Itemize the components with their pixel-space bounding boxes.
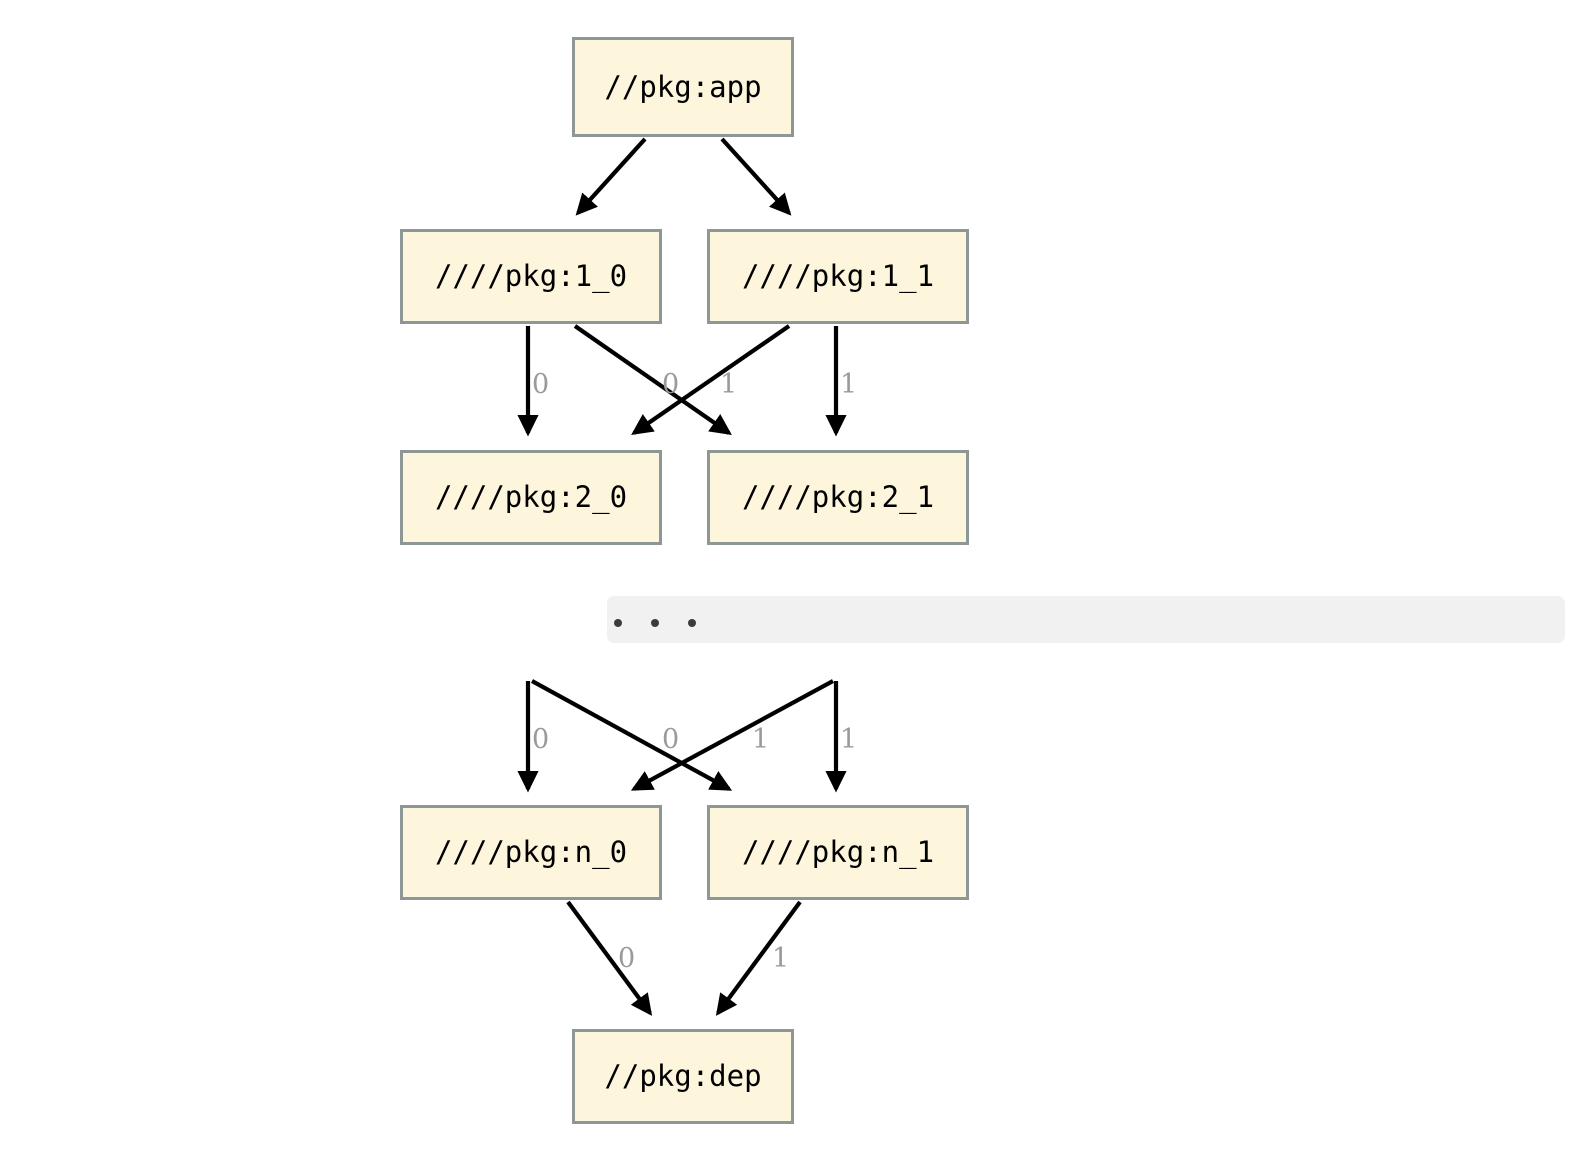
node-label: ////pkg:1_0 [434,259,628,293]
ellipsis-band [607,596,1565,643]
edge-app-to-1_0 [575,137,647,216]
node-pkg-n-0[interactable]: ////pkg:n_0 [400,805,662,900]
node-pkg-app[interactable]: //pkg:app [572,37,794,137]
node-label: ////pkg:n_1 [741,835,935,869]
edge-dangling-right-to-n_0 [630,679,835,791]
node-pkg-1-0[interactable]: ////pkg:1_0 [400,229,662,324]
edge-1_1-to-2_0 [631,324,791,436]
node-label: ////pkg:1_1 [741,259,935,293]
edge-n_1-to-dep [715,900,802,1016]
edge-label-dangling-n_1-alt: 1 [840,724,858,755]
edge-label-1_0-2_0: 0 [532,369,550,400]
node-pkg-1-1[interactable]: ////pkg:1_1 [707,229,969,324]
node-pkg-2-0[interactable]: ////pkg:2_0 [400,450,662,545]
node-label: //pkg:dep [604,1059,762,1093]
edge-label-n_1-dep: 1 [772,943,790,974]
node-label: ////pkg:n_0 [434,835,628,869]
edge-label-1_1-2_0: 1 [720,369,738,400]
node-label: //pkg:app [604,69,762,104]
edge-label-dangling-n_1: 0 [662,724,680,755]
edge-1_0-to-2_1 [573,324,732,436]
edge-label-dangling-n_0-alt: 1 [752,724,770,755]
ellipsis-dot-2 [651,619,659,627]
ellipsis-dots [607,619,696,643]
ellipsis-dot-3 [688,619,696,627]
node-pkg-dep[interactable]: //pkg:dep [572,1029,794,1124]
node-pkg-n-1[interactable]: ////pkg:n_1 [707,805,969,900]
edge-label-1_0-2_1: 0 [662,369,680,400]
edge-n_0-to-dep [566,900,653,1016]
ellipsis-dot-1 [614,619,622,627]
edge-label-dangling-n_0: 0 [532,724,550,755]
edge-label-n_0-dep: 0 [618,943,636,974]
node-label: ////pkg:2_0 [434,480,628,514]
node-pkg-2-1[interactable]: ////pkg:2_1 [707,450,969,545]
edge-app-to-1_1 [720,137,792,216]
edge-label-1_1-2_1: 1 [840,369,858,400]
node-label: ////pkg:2_1 [741,480,935,514]
edge-dangling-to-n_1 [530,679,733,791]
